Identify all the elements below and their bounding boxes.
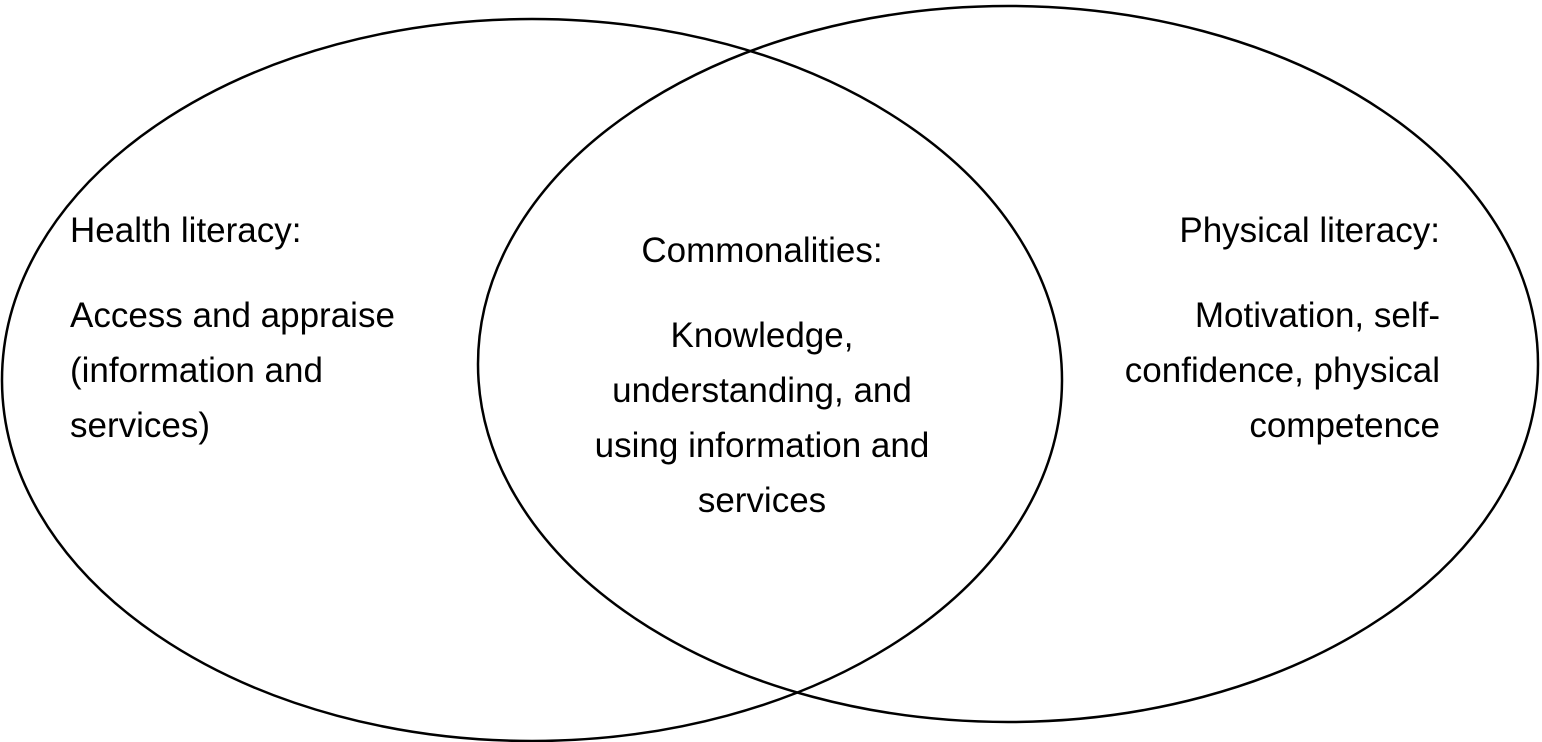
commonalities-line: services: [697, 481, 827, 520]
commonalities-description: Knowledge, understanding, and using info…: [512, 308, 1012, 528]
physical-literacy-ellipse: [476, 4, 1540, 724]
health-literacy-line: Access and appraise: [70, 296, 395, 335]
commonalities-line: Knowledge,: [670, 316, 854, 355]
physical-literacy-line: competence: [1249, 406, 1440, 445]
health-literacy-line: services): [70, 406, 211, 445]
health-literacy-title: Health literacy:: [70, 211, 302, 250]
physical-literacy-line: Motivation, self-: [1194, 296, 1440, 335]
physical-literacy-title: Physical literacy:: [1179, 211, 1440, 250]
commonalities-title: Commonalities:: [641, 231, 883, 270]
health-literacy-line: (information and: [70, 351, 323, 390]
commonalities-line: understanding, and: [612, 371, 912, 410]
physical-literacy-description: Motivation, self- confidence, physical c…: [1125, 288, 1440, 453]
physical-literacy-line: confidence, physical: [1124, 351, 1440, 390]
commonalities-line: using information and: [594, 426, 930, 465]
health-literacy-description: Access and appraise (information and ser…: [70, 288, 395, 453]
health-literacy-ellipse: [0, 17, 1064, 742]
